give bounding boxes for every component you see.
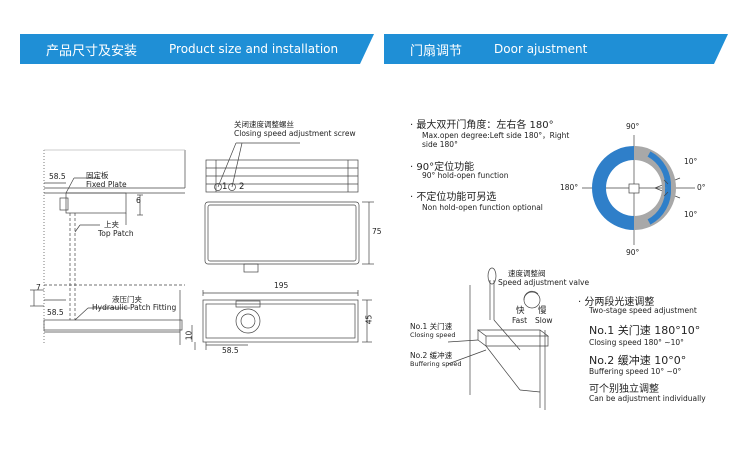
valve-en: Speed adjustment valve bbox=[498, 278, 590, 287]
dial-label-lower-right: 10° bbox=[684, 210, 698, 219]
header-left-en: Product size and installation bbox=[169, 42, 339, 56]
header-left-zh: 产品尺寸及安装 bbox=[46, 43, 138, 59]
valve-zh: 速度调整阀 bbox=[508, 269, 546, 278]
header-bar-left: 产品尺寸及安装 Product size and installation bbox=[20, 34, 374, 64]
feature-2-zh: · 90°定位功能 bbox=[410, 162, 475, 173]
dim-58-5-bottom: 58.5 bbox=[47, 308, 64, 317]
dim-75: 75 bbox=[372, 227, 382, 236]
screw-1: 1 bbox=[222, 182, 228, 192]
two-stage-title-zh: · 分两段光速调整 bbox=[578, 297, 655, 308]
two-stage-indep-en: Can be adjustment individually bbox=[589, 394, 706, 403]
center-bottom-view bbox=[191, 290, 372, 350]
fast-en: Fast bbox=[512, 316, 528, 325]
header-bar-right: 门扇调节 Door ajustment bbox=[384, 34, 728, 64]
dial-label-upper-right: 10° bbox=[684, 157, 698, 166]
two-stage-no1-en: Closing speed 180° ~10° bbox=[589, 338, 684, 347]
center-side-view bbox=[205, 142, 359, 193]
no1-label-zh: No.1 关门速 bbox=[410, 322, 453, 331]
top-patch-en: Top Patch bbox=[98, 229, 134, 238]
feature-1-en2: side 180° bbox=[422, 140, 458, 149]
two-stage-indep-zh: 可个别独立调整 bbox=[589, 384, 659, 395]
screw-label-en: Closing speed adjustment screw bbox=[234, 129, 356, 138]
two-stage-title-en: Two-stage speed adjustment bbox=[589, 306, 697, 315]
two-stage-no2-zh: No.2 缓冲速 10°0° bbox=[589, 354, 687, 367]
dial-label-bottom: 90° bbox=[626, 248, 640, 257]
dial-pivot bbox=[628, 183, 640, 194]
dial-blue-left bbox=[592, 146, 634, 230]
dial-label-left: 180° bbox=[560, 183, 579, 192]
hinge-3d-drawing bbox=[447, 267, 550, 410]
top-patch-zh: 上夹 bbox=[104, 220, 119, 229]
screw-label-zh: 关闭速度调整螺丝 bbox=[234, 120, 294, 129]
no2-label-zh: No.2 缓冲速 bbox=[410, 351, 453, 360]
dim-45: 45 bbox=[364, 314, 374, 325]
center-top-view bbox=[204, 201, 374, 273]
dial-blue-upper-arc bbox=[647, 151, 672, 189]
fast-zh: 快 bbox=[516, 306, 525, 316]
dim-58-5-center: 58.5 bbox=[222, 346, 239, 355]
left-section-drawing bbox=[30, 149, 186, 345]
feature-3-en1: Non hold-open function optional bbox=[422, 203, 543, 212]
no2-label-en: Buffering speed bbox=[410, 360, 462, 368]
two-stage-no2-en: Buffering speed 10° ~0° bbox=[589, 367, 682, 376]
dim-10: 10 bbox=[184, 330, 194, 341]
header-right-zh: 门扇调节 bbox=[410, 43, 463, 59]
hydraulic-zh: 液压门夹 bbox=[112, 295, 142, 304]
dim-6: 6 bbox=[136, 196, 141, 205]
feature-2-en1: 90° hold-open function bbox=[422, 171, 509, 180]
feature-3-zh: · 不定位功能可另选 bbox=[410, 192, 497, 203]
slow-zh: 慢 bbox=[538, 306, 547, 316]
dial-blue-lower-arc bbox=[647, 187, 672, 225]
dim-195: 195 bbox=[274, 281, 289, 290]
slow-en: Slow bbox=[535, 316, 553, 325]
fixed-plate-zh: 固定板 bbox=[86, 171, 109, 180]
feature-1-en1: Max.open degree:Left side 180°，Right bbox=[422, 131, 570, 140]
fixed-plate-en: Fixed Plate bbox=[86, 180, 127, 189]
hydraulic-en: Hydraulic Patch Fitting bbox=[92, 303, 177, 312]
no1-label-en: Closing speed bbox=[410, 331, 456, 339]
two-stage-no1-zh: No.1 关门速 180°10° bbox=[589, 324, 701, 337]
feature-1-zh: · 最大双开门角度：左右各 180° bbox=[410, 120, 554, 131]
dial-label-top: 90° bbox=[626, 122, 640, 131]
screw-2: 2 bbox=[239, 182, 245, 192]
dim-7: 7 bbox=[36, 283, 41, 292]
dim-58-5-top: 58.5 bbox=[49, 172, 66, 181]
header-right-en: Door ajustment bbox=[494, 42, 588, 56]
dial-label-right: 0° bbox=[697, 183, 706, 192]
